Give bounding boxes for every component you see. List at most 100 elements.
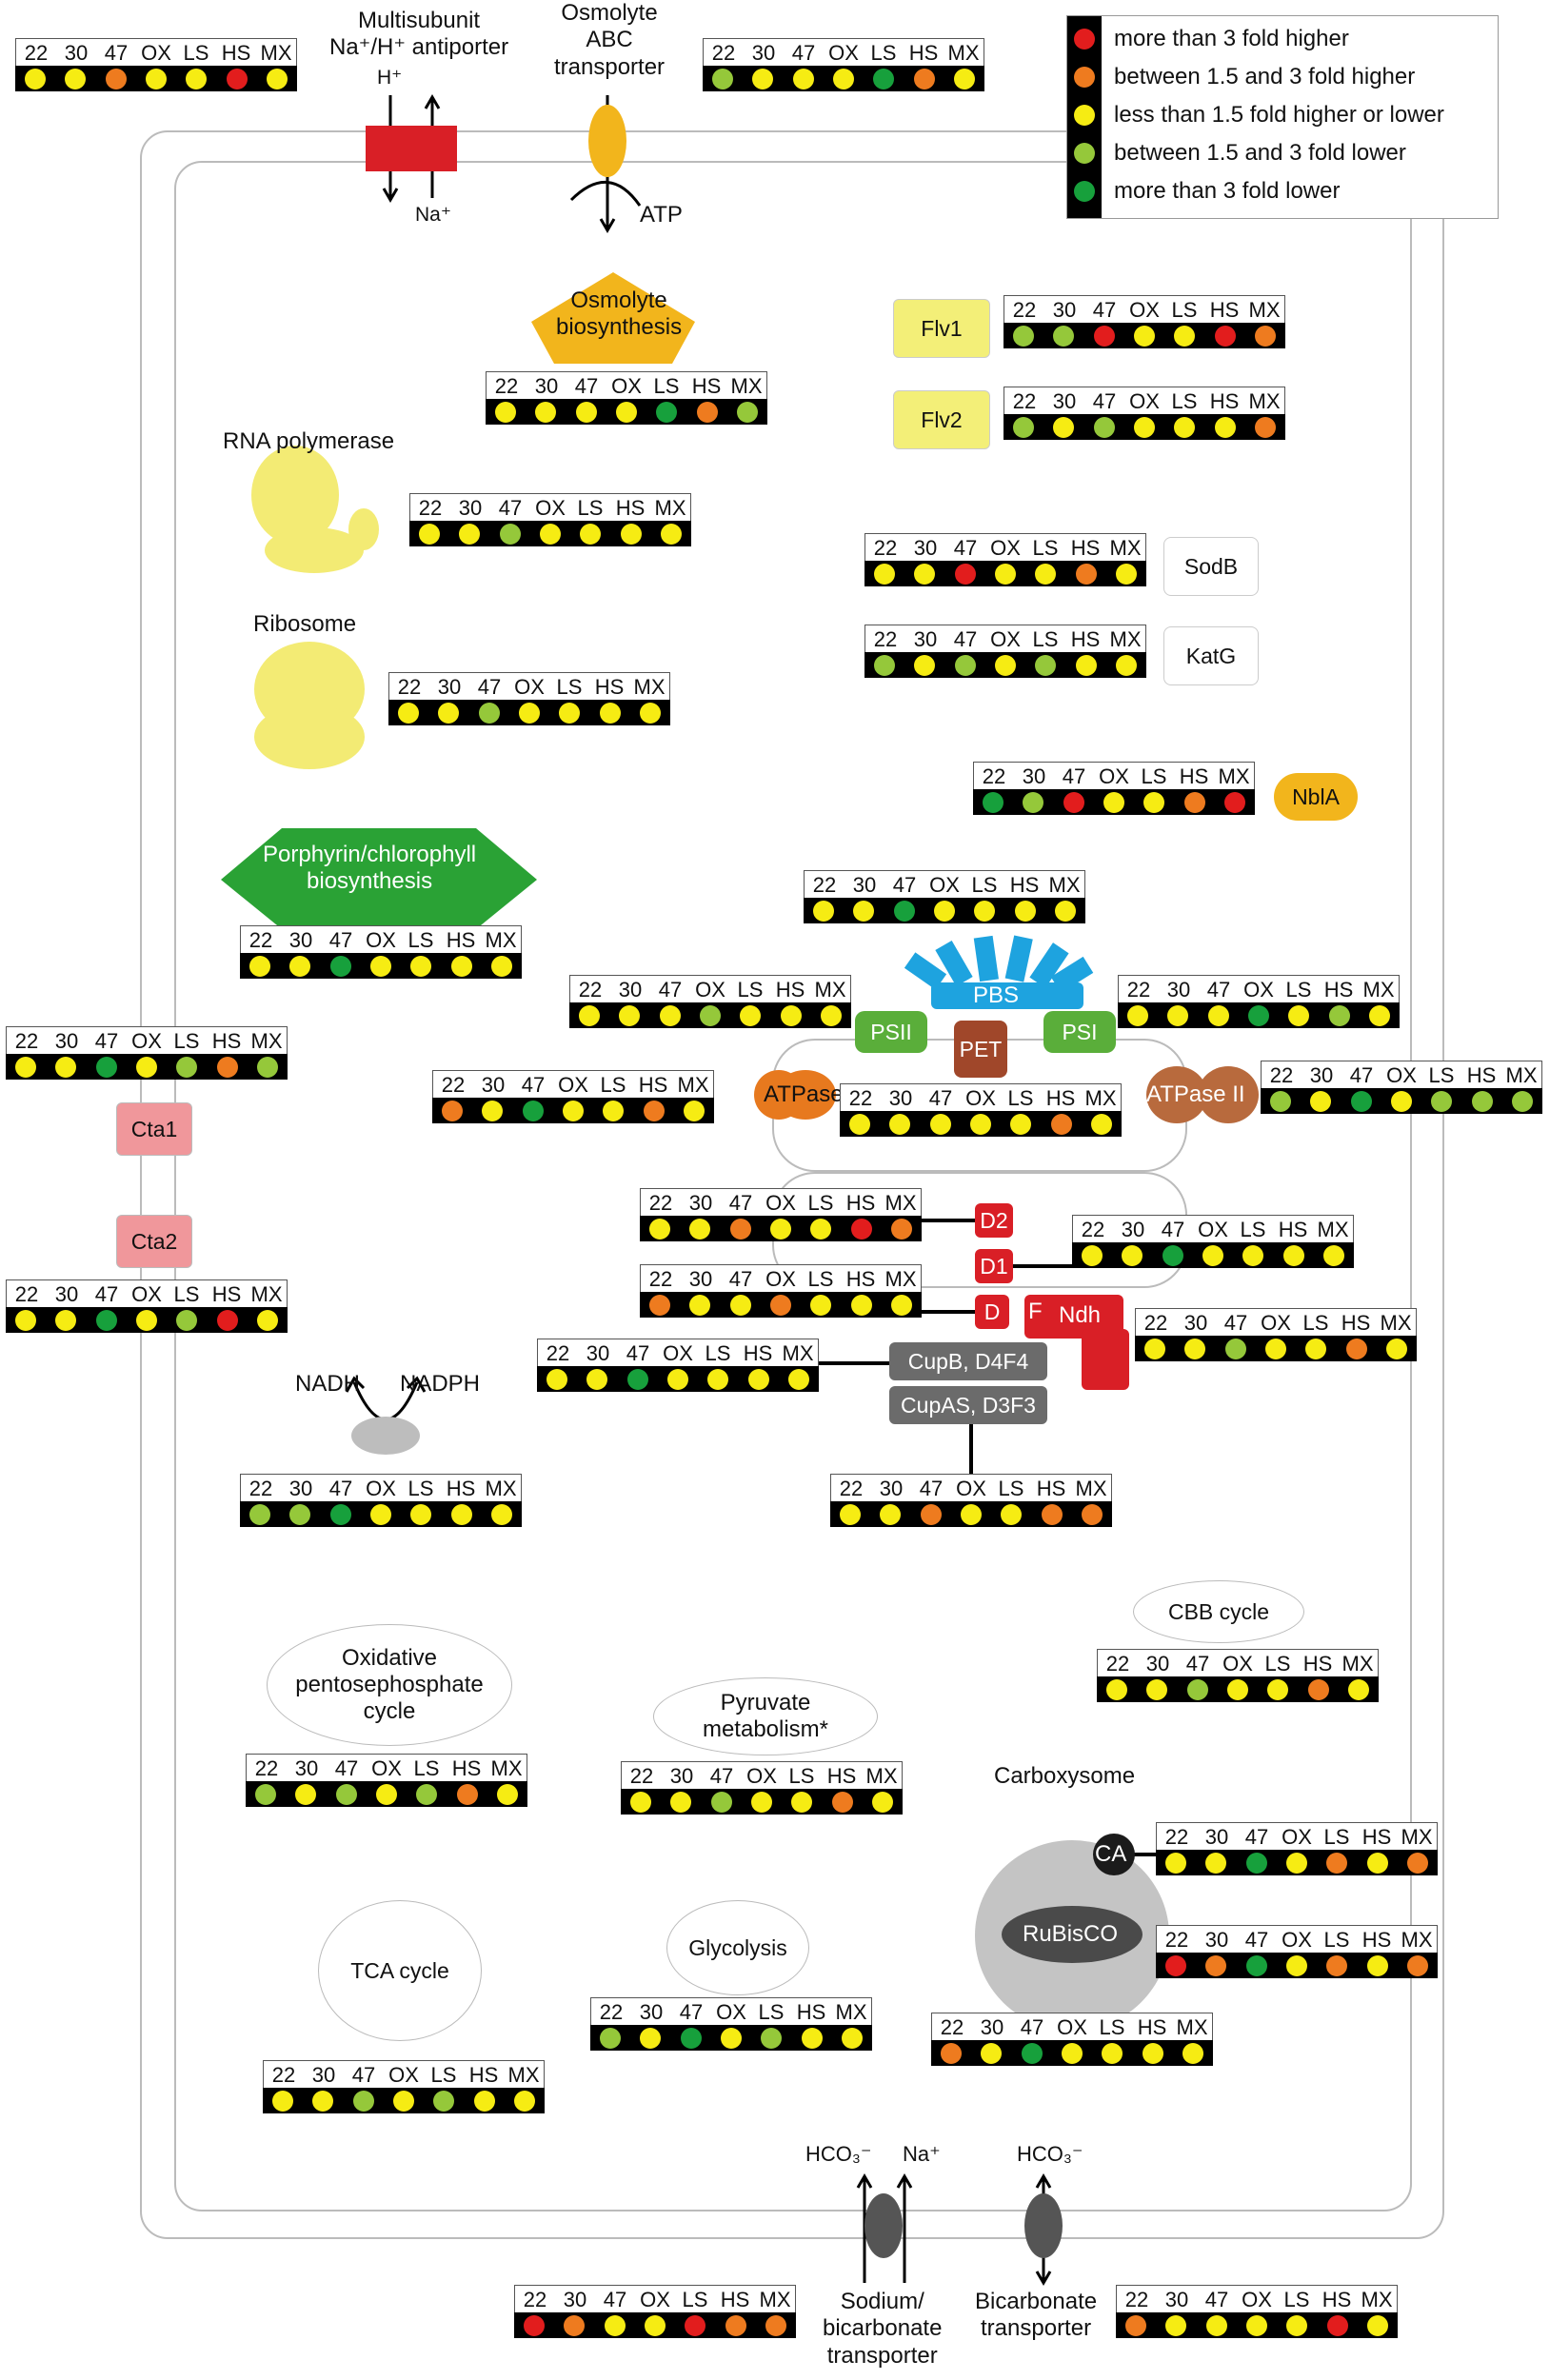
expression-dot: [729, 1218, 751, 1240]
condition-label: 22: [271, 2063, 296, 2087]
condition-label: 22: [1126, 978, 1151, 1002]
expression-dot: [1061, 2042, 1083, 2064]
condition-label: 47: [1092, 298, 1117, 322]
condition-label: 30: [639, 2000, 664, 2024]
nadph-label: NADPH: [400, 1371, 481, 1397]
expression-dot: [1254, 325, 1276, 347]
expression-dots: [6, 1307, 288, 1333]
expression-dot: [1326, 2314, 1348, 2336]
expression-dot: [216, 1056, 238, 1078]
expression-dot: [615, 401, 637, 423]
condition-label: HS: [845, 1267, 876, 1291]
expression-dot: [747, 1368, 769, 1390]
condition-label: OX: [663, 1341, 693, 1365]
expression-dot: [626, 1368, 648, 1390]
expression-dot: [880, 1503, 902, 1525]
condition-label: LS: [600, 1073, 626, 1097]
expression-dot: [969, 1113, 991, 1135]
expression-dot: [1288, 1004, 1310, 1026]
condition-label: 22: [1124, 2288, 1149, 2311]
condition-label: LS: [1032, 627, 1059, 651]
condition-label: OX: [990, 627, 1021, 651]
condition-label: 47: [328, 928, 353, 952]
na-plus-bottom-label: Na⁺: [903, 2142, 941, 2166]
expression-dot: [736, 401, 758, 423]
expression-dot: [1431, 1090, 1453, 1112]
expression-dot: [272, 2090, 294, 2112]
expression-dot: [1350, 1090, 1372, 1112]
expression-dot: [787, 1368, 809, 1390]
katg-box: KatG: [1163, 626, 1259, 685]
condition-label: 22: [1081, 1218, 1105, 1241]
expression-dot: [929, 1113, 951, 1135]
expression-dot: [1142, 2042, 1163, 2064]
expression-dot: [1041, 1503, 1063, 1525]
expression-dot: [490, 1503, 512, 1525]
expression-dot: [1322, 1244, 1344, 1266]
expression-dot: [603, 1100, 625, 1121]
condition-label: MX: [1248, 298, 1281, 322]
legend-item: between 1.5 and 3 fold lower: [1067, 134, 1406, 172]
expression-dot: [1174, 416, 1196, 438]
condition-label: OX: [695, 978, 725, 1002]
f-label: F: [1028, 1299, 1043, 1324]
condition-label: LS: [737, 978, 764, 1002]
expression-dot: [974, 900, 996, 922]
expression-dot: [1115, 654, 1137, 676]
pbs-label: PBS: [973, 982, 1020, 1008]
expression-dot: [524, 2314, 546, 2336]
expression-dot: [820, 1004, 842, 1026]
condition-label: 30: [294, 1756, 319, 1780]
expression-dot: [853, 900, 875, 922]
condition-label: MX: [947, 41, 980, 65]
condition-label: 47: [679, 2000, 704, 2024]
expression-dot: [459, 523, 481, 545]
condition-label: 47: [728, 1191, 753, 1215]
expression-dot: [729, 1294, 751, 1316]
expression-dot: [478, 702, 500, 724]
condition-label: HS: [446, 1477, 476, 1500]
condition-label: LS: [183, 41, 209, 65]
expression-dot: [1054, 900, 1076, 922]
condition-label: LS: [705, 1341, 731, 1365]
expression-dot: [1282, 1244, 1304, 1266]
condition-label: HS: [1179, 764, 1209, 788]
condition-label: OX: [956, 1477, 986, 1500]
condition-label: HS: [211, 1282, 242, 1306]
flv2-box: Flv2: [893, 390, 990, 449]
expression-dot: [1406, 1954, 1428, 1976]
expression-dot: [1267, 1678, 1289, 1700]
atpase-ii-label: ATPase II: [1146, 1081, 1245, 1107]
condition-label: LS: [1264, 1652, 1291, 1676]
condition-label: LS: [788, 1764, 815, 1788]
condition-label: HS: [211, 1029, 242, 1053]
expression-dot: [981, 2042, 1003, 2064]
expression-dot: [914, 654, 936, 676]
condition-label: 47: [1204, 2288, 1229, 2311]
expression-dots: [263, 2088, 545, 2113]
condition-label: 30: [586, 1341, 610, 1365]
expression-dot: [810, 1218, 832, 1240]
expression-dots: [1261, 1088, 1542, 1114]
condition-label: OX: [1099, 764, 1129, 788]
cupas-box: CupAS, D3F3: [889, 1386, 1047, 1424]
condition-label: 47: [1206, 978, 1231, 1002]
expression-dot: [1010, 1113, 1032, 1135]
condition-label: HS: [1209, 389, 1240, 413]
expression-dot: [1307, 1678, 1329, 1700]
expression-dot: [450, 1503, 472, 1525]
condition-label: OX: [558, 1073, 588, 1097]
condition-label: 22: [812, 873, 837, 897]
condition-label: 47: [334, 1756, 359, 1780]
